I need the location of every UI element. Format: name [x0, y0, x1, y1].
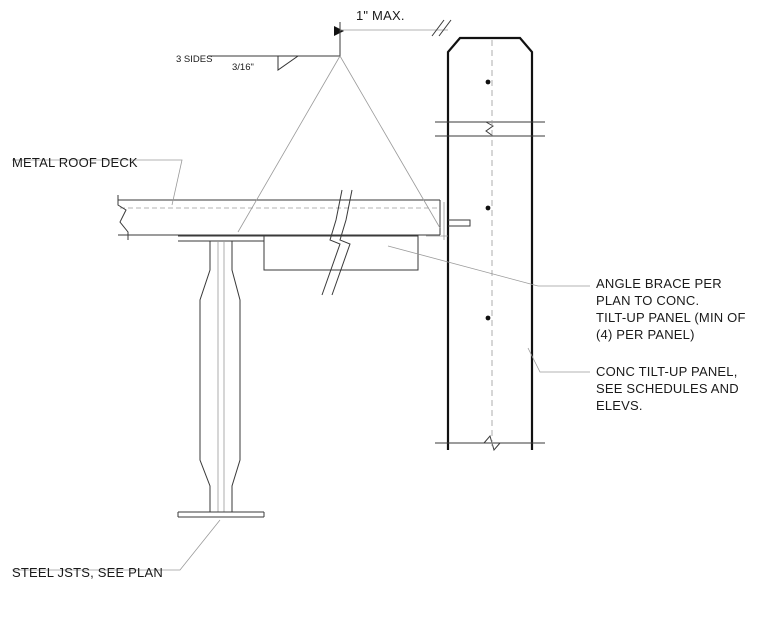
tilt-up-panel-label-line-2: SEE SCHEDULES AND	[596, 381, 739, 396]
concrete-tilt-up-panel	[435, 36, 545, 452]
angle-brace	[263, 189, 471, 296]
tilt-up-panel-callout: CONC TILT-UP PANEL, SEE SCHEDULES AND EL…	[596, 364, 739, 413]
weld-dimension-label: 1" MAX.	[356, 8, 405, 23]
metal-roof-deck-label: METAL ROOF DECK	[12, 155, 138, 170]
angle-brace-label-line-2: PLAN TO CONC.	[596, 293, 699, 308]
steel-joists-label: STEEL JSTS, SEE PLAN	[12, 565, 163, 580]
angle-brace-label-line-1: ANGLE BRACE PER	[596, 276, 722, 291]
metal-roof-deck	[117, 195, 445, 240]
weld-sides-label: 3 SIDES	[176, 54, 212, 65]
tilt-up-panel-label-line-3: ELEVS.	[596, 398, 643, 413]
anchor-dot	[485, 79, 491, 85]
angle-brace-callout: ANGLE BRACE PER PLAN TO CONC. TILT-UP PA…	[596, 276, 746, 342]
weld-symbol: 3 SIDES 3/16" 1" MAX.	[176, 8, 452, 233]
angle-brace-label-line-3: TILT-UP PANEL (MIN OF	[596, 310, 746, 325]
anchor-dot	[485, 315, 491, 321]
weld-size-label: 3/16"	[232, 62, 254, 73]
tilt-up-panel-label-line-1: CONC TILT-UP PANEL,	[596, 364, 738, 379]
angle-brace-label-line-4: (4) PER PANEL)	[596, 327, 695, 342]
anchor-dot	[485, 205, 491, 211]
leader-lines	[12, 159, 590, 571]
steel-joist	[177, 235, 265, 518]
